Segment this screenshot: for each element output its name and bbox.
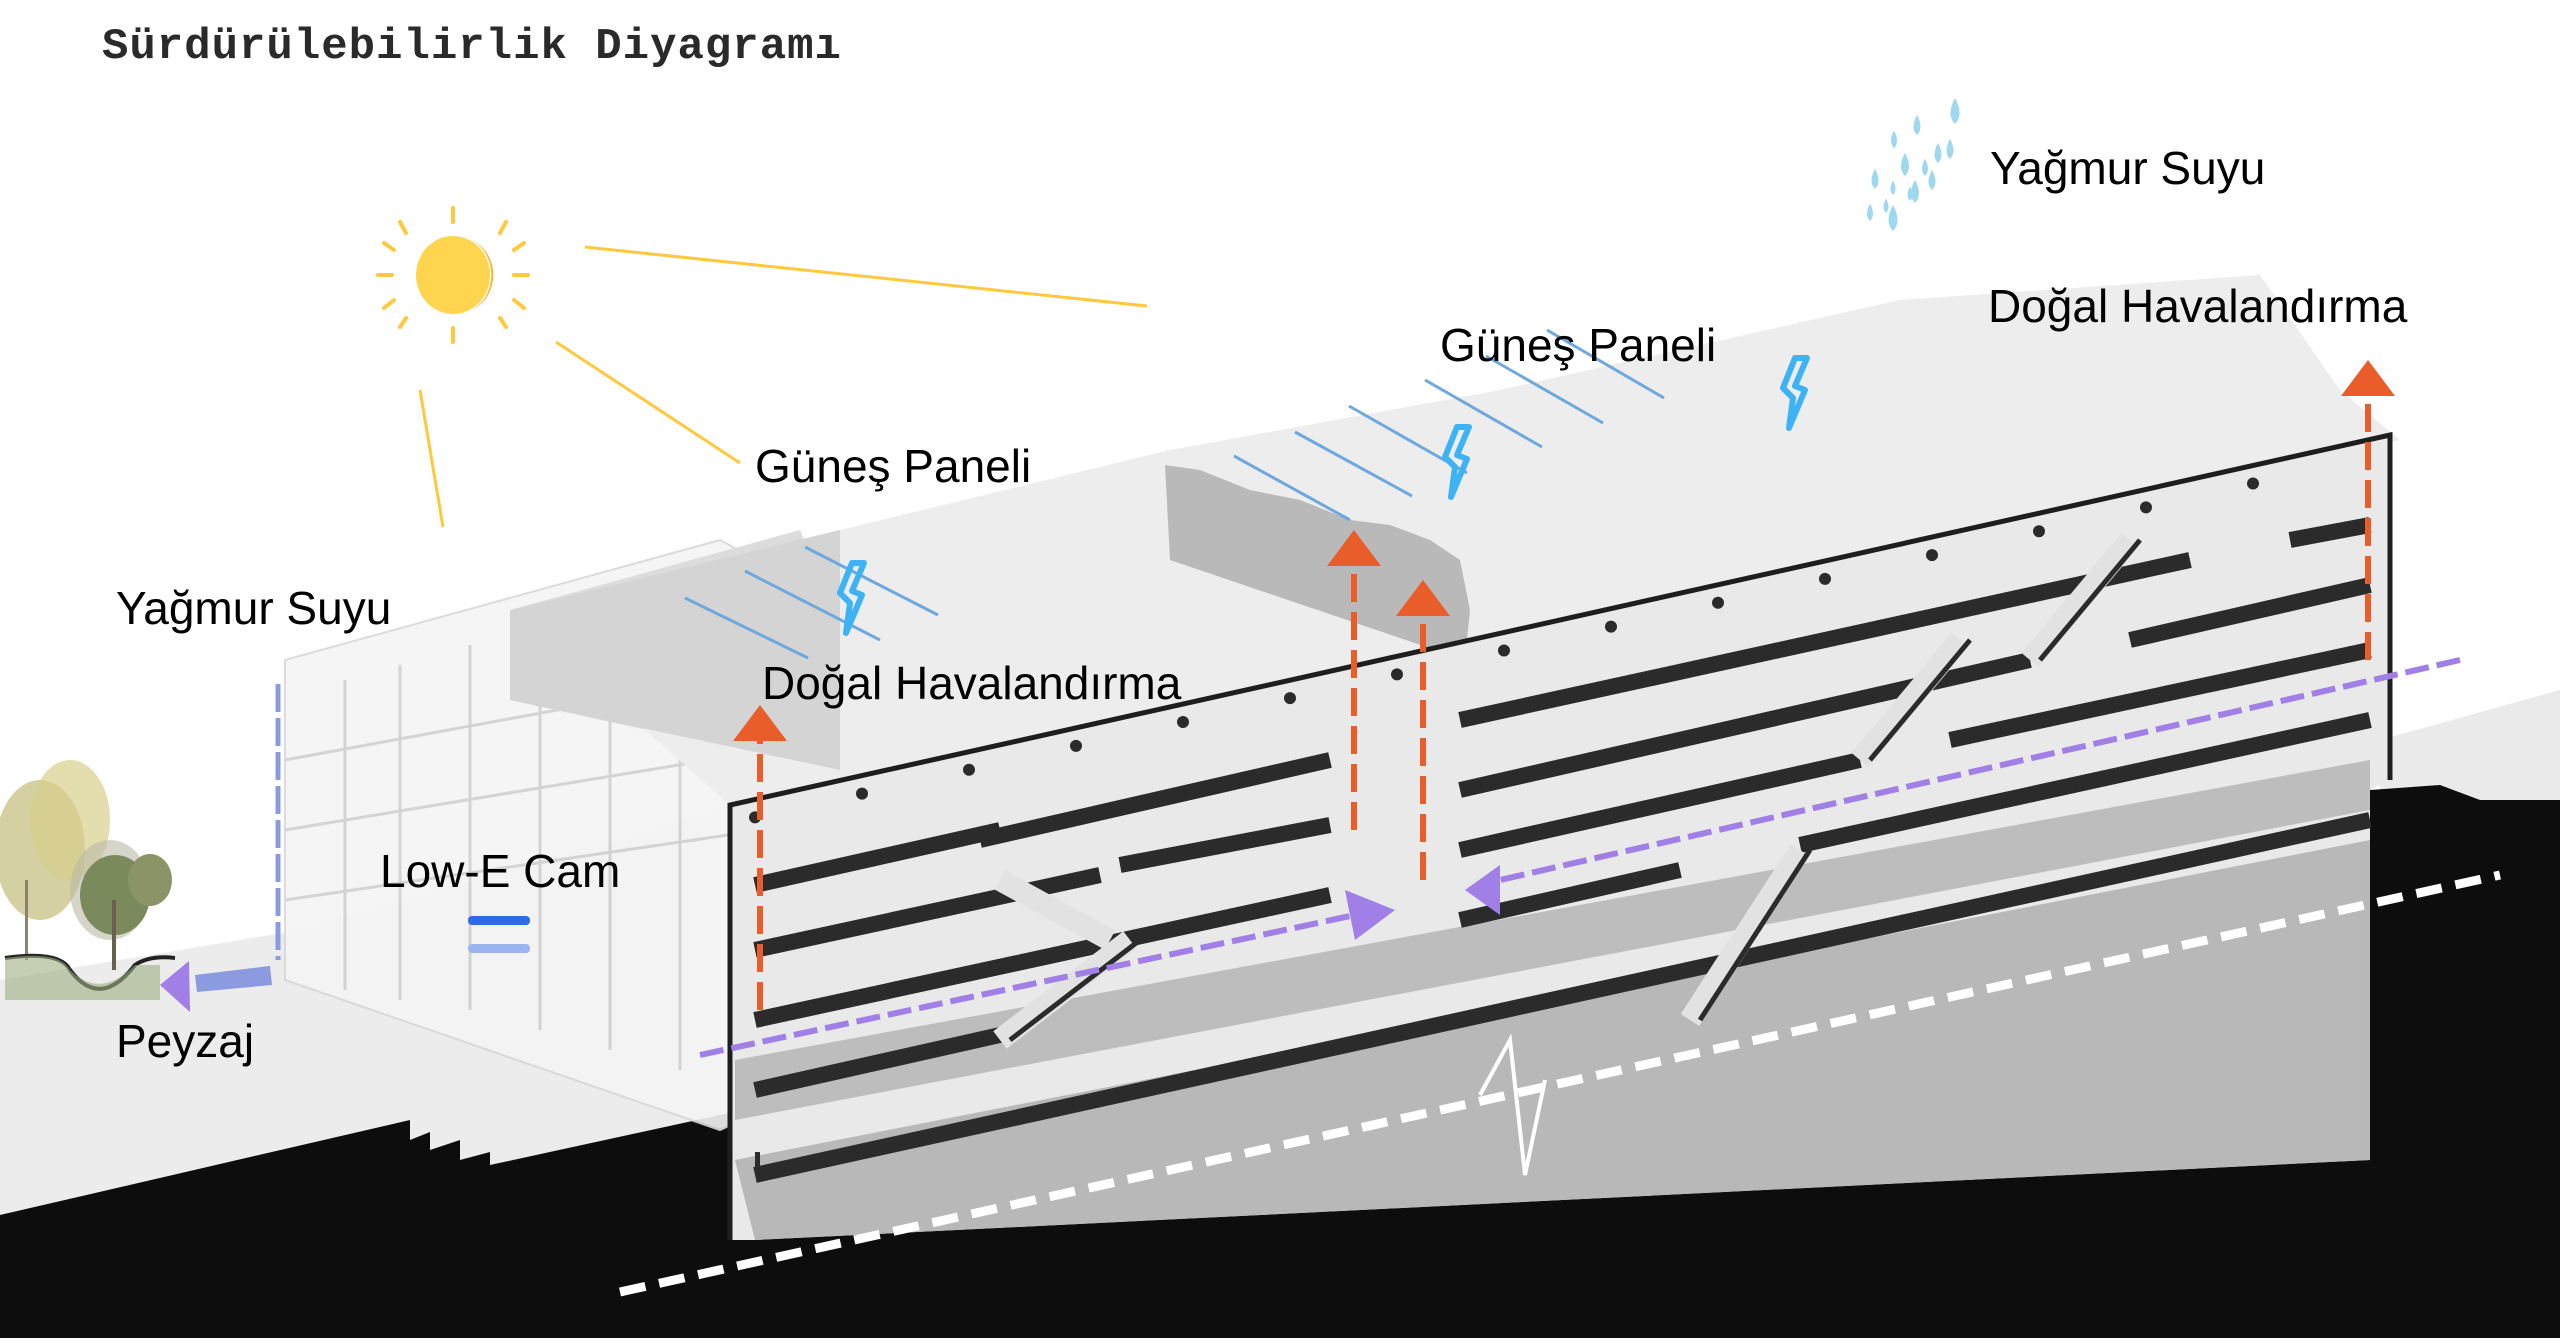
stairs: [993, 532, 2139, 1049]
low-e-glass-bar-dark: [468, 916, 530, 925]
rain-drop-icon: [1890, 180, 1896, 195]
label-solar-panel-left: Güneş Paneli: [755, 440, 1032, 492]
ceiling-light-icon: [963, 763, 975, 776]
rain-drop-icon: [1883, 198, 1889, 213]
label-solar-panel-right: Güneş Paneli: [1440, 319, 1717, 371]
roof-cut-edge: [1165, 465, 1470, 660]
ventilation-arrow-icon: [733, 705, 787, 1010]
rain-drop-icon: [1871, 168, 1879, 189]
ceiling-light-icon: [2140, 501, 2152, 514]
rain-drop-icon: [1907, 186, 1913, 201]
ceiling-light-icon: [1498, 644, 1510, 657]
rain-drop-icon: [1901, 152, 1909, 176]
rain-drop-icon: [1913, 114, 1921, 135]
label-rainwater-left: Yağmur Suyu: [116, 582, 392, 634]
lightning-icon: [1780, 355, 1810, 431]
roof-slab: [510, 275, 2400, 805]
rain-drop-icon: [1928, 169, 1936, 190]
rain-drop-icon: [1934, 142, 1942, 163]
tree-icon: [0, 760, 176, 1000]
rain-drop-icon: [1922, 158, 1928, 176]
runoff-arrow-icon: [160, 961, 272, 1012]
ventilation-arrow-icon: [1396, 580, 1450, 880]
ceiling-light-icon: [1177, 716, 1189, 729]
rain-drop-icon: [1946, 138, 1954, 159]
building-section: [727, 431, 2393, 1240]
rain-drop-icon: [1911, 179, 1919, 203]
ceiling-light-icon: [1284, 692, 1296, 705]
sun-icon: [376, 206, 530, 344]
sun-ray-lines: [418, 245, 1148, 528]
ventilation-arrow-icon: [1327, 530, 1381, 830]
label-rainwater-right: Yağmur Suyu: [1990, 142, 2266, 194]
airflow-arrow-left-to-right: [699, 890, 1395, 1058]
rain-drop-icon: [1950, 97, 1960, 124]
ground-dashed-line: [619, 870, 2501, 1297]
ventilation-arrow-icon: [2341, 360, 2395, 660]
rain-drop-icon: [1888, 204, 1898, 231]
ceiling-light-icon: [2247, 477, 2259, 490]
ceiling-light-icon: [856, 787, 868, 800]
label-natural-ventilation-left: Doğal Havalandırma: [762, 657, 1182, 709]
label-low-e-glass: Low-E Cam: [380, 845, 621, 897]
low-e-glass-bar-light: [468, 944, 530, 953]
label-natural-ventilation-right: Doğal Havalandırma: [1988, 280, 2408, 332]
ceiling-light-icon: [1605, 620, 1617, 633]
ceiling-light-icon: [1712, 596, 1724, 609]
lightning-icon: [1442, 424, 1472, 500]
lightning-icon: [837, 560, 867, 636]
rain-drop-icon: [1867, 203, 1873, 221]
page-title: Sürdürülebilirlik Diyagramı: [102, 22, 842, 72]
rain-drop-icon: [1891, 130, 1897, 148]
airflow-arrow-right-to-left: [1465, 657, 2461, 915]
ceiling-light-icon: [2033, 525, 2045, 538]
ceiling-light-icon: [1070, 739, 1082, 752]
section-break-line: [1478, 1033, 1547, 1176]
label-landscape: Peyzaj: [116, 1015, 255, 1067]
ceiling-light-icon: [1391, 668, 1403, 681]
ceiling-light-icon: [1819, 572, 1831, 585]
ceiling-light-icon: [1926, 549, 1938, 562]
ceiling-lights: [749, 477, 2259, 824]
